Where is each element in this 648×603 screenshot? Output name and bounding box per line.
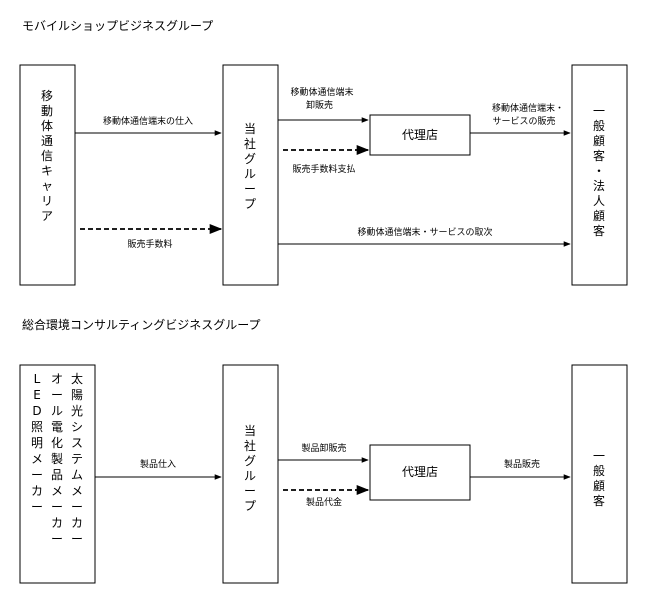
customer-label-1: 一般顧客・法人顧客 [593, 104, 605, 238]
company-group-label-2: 当社グループ [244, 424, 256, 513]
label-product-sales: 製品販売 [504, 458, 540, 470]
label-product-payment: 製品代金 [306, 496, 342, 508]
company-group-box-1 [222, 64, 279, 286]
customer-box-1 [571, 64, 628, 286]
label-agent-sales-l1: 移動体通信端末・ [492, 102, 564, 114]
label-product-wholesale: 製品卸販売 [301, 442, 346, 454]
carrier-box [19, 64, 76, 286]
label-agent-sales-l2: サービスの販売 [492, 115, 555, 127]
section-title-consulting: 総合環境コンサルティングビジネスグループ [22, 317, 261, 332]
company-group-box-2 [222, 364, 279, 584]
maker-label-allelectric: オール電化製品メーカー [51, 372, 63, 546]
customer-box-2 [571, 364, 628, 584]
carrier-label: 移動体通信キャリア [41, 89, 53, 223]
label-wholesale-l1: 移動体通信端末 [290, 86, 353, 98]
label-direct-sales: 移動体通信端末・サービスの取次 [357, 226, 492, 238]
label-product-purchase: 製品仕入 [140, 458, 176, 470]
company-group-label-1: 当社グループ [244, 122, 256, 211]
agent-label-1: 代理店 [402, 128, 438, 142]
agent-box-2 [369, 444, 471, 501]
label-wholesale-l2: 卸販売 [306, 99, 333, 111]
agent-label-2: 代理店 [402, 465, 438, 479]
label-commission-paid: 販売手数料支払 [292, 163, 355, 175]
section-title-mobile: モバイルショップビジネスグループ [22, 19, 213, 33]
maker-label-solar: 太陽光システムメーカー [71, 371, 83, 546]
label-purchase-mobile: 移動体通信端末の仕入 [103, 115, 193, 127]
agent-box-1 [369, 114, 471, 156]
maker-box [19, 364, 96, 584]
customer-label-2: 一般顧客 [593, 449, 605, 508]
label-commission: 販売手数料 [127, 238, 172, 250]
